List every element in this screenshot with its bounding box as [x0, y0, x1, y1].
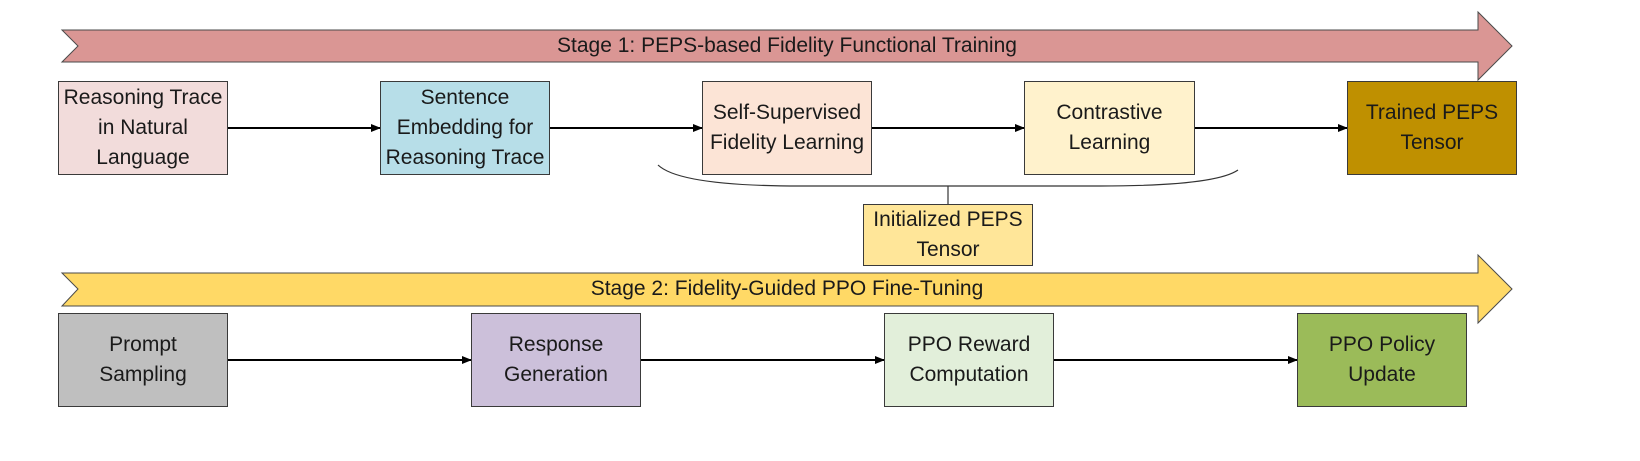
response-generation-node: Response Generation: [471, 313, 641, 407]
self-supervised-fidelity-node: Self-Supervised Fidelity Learning: [702, 81, 872, 175]
reasoning-trace-node: Reasoning Trace in Natural Language: [58, 81, 228, 175]
ppo-policy-node: PPO Policy Update: [1297, 313, 1467, 407]
initialized-peps-node: Initialized PEPS Tensor: [863, 204, 1033, 266]
stage1-banner: [60, 10, 1513, 82]
stage1-title: Stage 1: PEPS-based Fidelity Functional …: [557, 34, 1017, 57]
trained-peps-node: Trained PEPS Tensor: [1347, 81, 1517, 175]
stage2-title: Stage 2: Fidelity-Guided PPO Fine-Tuning: [590, 277, 984, 300]
contrastive-learning-node: Contrastive Learning: [1024, 81, 1195, 175]
sentence-embedding-node: Sentence Embedding for Reasoning Trace: [380, 81, 550, 175]
stage2-banner: [60, 253, 1513, 325]
prompt-sampling-node: Prompt Sampling: [58, 313, 228, 407]
ppo-reward-node: PPO Reward Computation: [884, 313, 1054, 407]
learning-group-brace: [657, 164, 1239, 187]
